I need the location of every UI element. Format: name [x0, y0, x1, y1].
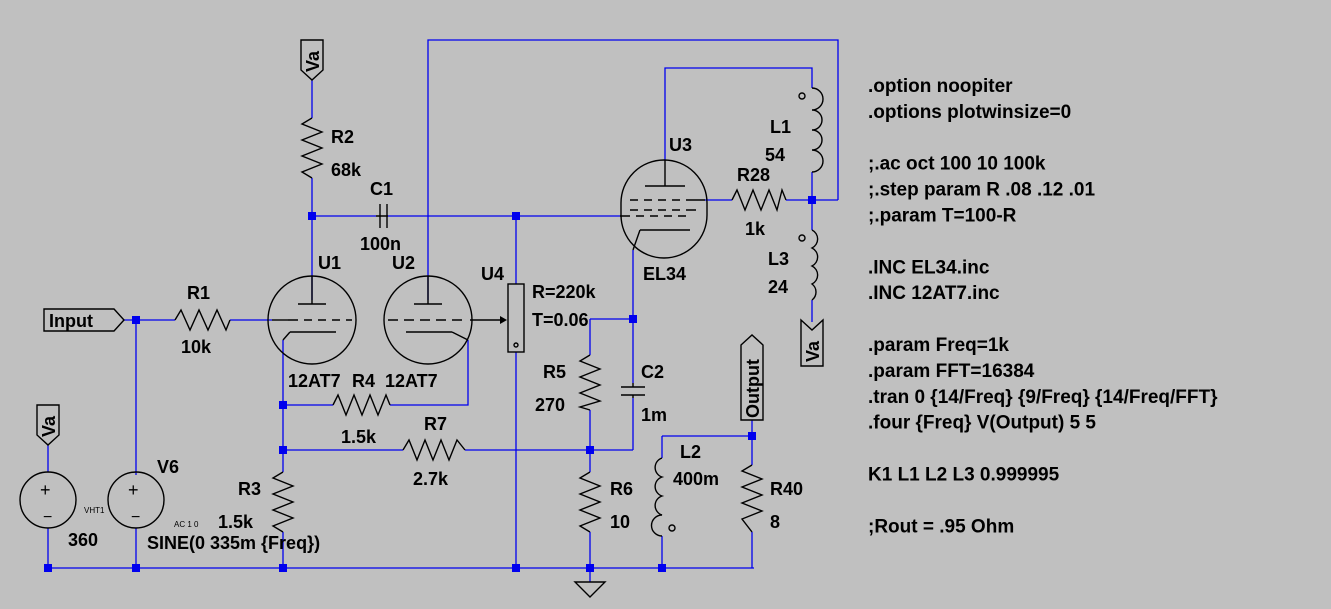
svg-text:54: 54 [765, 145, 785, 165]
svg-text:V6: V6 [157, 457, 179, 477]
ground-symbol [573, 581, 607, 598]
directive-line[interactable]: K1 L1 L2 L3 0.999995 [868, 465, 1060, 486]
svg-text:1.5k: 1.5k [341, 427, 377, 447]
svg-text:68k: 68k [331, 160, 362, 180]
svg-text:−: − [43, 509, 52, 526]
tube-u2[interactable]: U2 12AT7 [383, 253, 473, 391]
svg-text:12AT7: 12AT7 [288, 371, 341, 391]
svg-text:EL34: EL34 [643, 264, 686, 284]
net-label-va-top[interactable]: Va [300, 39, 324, 81]
svg-text:U4: U4 [481, 264, 504, 284]
svg-text:R4: R4 [352, 371, 375, 391]
svg-text:+: + [40, 480, 51, 500]
svg-text:L3: L3 [768, 249, 789, 269]
svg-text:−: − [131, 509, 140, 526]
svg-text:Va: Va [39, 415, 59, 437]
svg-text:2.7k: 2.7k [413, 469, 449, 489]
svg-text:SINE(0 335m {Freq}): SINE(0 335m {Freq}) [147, 533, 320, 553]
svg-text:R7: R7 [424, 414, 447, 434]
svg-text:100n: 100n [360, 234, 401, 254]
svg-text:1.5k: 1.5k [218, 512, 254, 532]
directive-line[interactable]: .option noopiter [868, 76, 1013, 97]
inductor-l3[interactable]: L3 24 [768, 229, 819, 301]
spice-directives[interactable]: .option noopiter .options plotwinsize=0;.… [868, 76, 1218, 537]
resistor-r28[interactable]: R28 1k [731, 165, 787, 239]
directive-line[interactable]: ;Rout = .95 Ohm [868, 516, 1014, 537]
svg-text:10: 10 [610, 512, 630, 532]
svg-text:R2: R2 [331, 127, 354, 147]
potentiometer-u4[interactable]: U4 R=220k T=0.06 [470, 264, 597, 353]
svg-text:C1: C1 [370, 179, 393, 199]
net-label-input[interactable]: Input [43, 308, 125, 332]
svg-text:400m: 400m [673, 469, 719, 489]
capacitor-c2[interactable]: C2 1m [621, 362, 667, 425]
resistor-r5[interactable]: R5 270 [535, 354, 603, 415]
inductor-l2[interactable]: L2 400m [650, 442, 720, 537]
svg-text:U1: U1 [318, 253, 341, 273]
resistor-r4[interactable]: R4 1.5k [332, 371, 391, 447]
svg-text:R3: R3 [238, 479, 261, 499]
directive-line[interactable]: .param FFT=16384 [868, 361, 1035, 382]
directive-line[interactable]: .options plotwinsize=0 [868, 102, 1071, 123]
capacitor-c1[interactable]: C1 100n [360, 179, 401, 254]
svg-text:R40: R40 [770, 479, 803, 499]
svg-text:12AT7: 12AT7 [385, 371, 438, 391]
svg-text:10k: 10k [181, 337, 212, 357]
svg-text:R28: R28 [737, 165, 770, 185]
svg-text:360: 360 [68, 530, 98, 550]
tube-u3[interactable]: U3 EL34 [620, 135, 708, 284]
net-label-output[interactable]: Output [740, 334, 764, 421]
svg-text:1k: 1k [745, 219, 766, 239]
svg-text:R5: R5 [543, 362, 566, 382]
resistor-r7[interactable]: R7 2.7k [402, 414, 466, 489]
junction-dots [44, 196, 816, 572]
svg-text:C2: C2 [641, 362, 664, 382]
directive-line[interactable]: .four {Freq} V(Output) 5 5 [868, 413, 1096, 434]
resistor-r1[interactable]: R1 10k [174, 283, 231, 357]
svg-text:T=0.06: T=0.06 [532, 310, 589, 330]
svg-text:AC 1 0: AC 1 0 [174, 520, 199, 529]
wires [47, 39, 839, 582]
svg-text:L2: L2 [680, 442, 701, 462]
resistor-r40[interactable]: R40 8 [740, 464, 803, 533]
svg-text:U3: U3 [669, 135, 692, 155]
voltage-source-v6[interactable]: + − V6 AC 1 0 SINE(0 335m {Freq}) [107, 457, 320, 553]
directive-line[interactable]: .param Freq=1k [868, 335, 1009, 356]
inductor-l1[interactable]: L1 54 [765, 87, 824, 173]
tube-u1[interactable]: U1 12AT7 [267, 253, 357, 391]
net-label-va-source[interactable]: Va [36, 404, 60, 446]
svg-text:24: 24 [768, 277, 788, 297]
svg-text:1m: 1m [641, 405, 667, 425]
svg-text:Va: Va [803, 340, 823, 362]
directive-line[interactable]: .tran 0 {14/Freq} {9/Freq} {14/Freq/FFT} [868, 387, 1218, 408]
resistor-r3[interactable]: R3 1.5k [218, 471, 295, 533]
directive-line[interactable]: .INC EL34.inc [868, 257, 990, 278]
resistor-r2[interactable]: R2 68k [300, 117, 362, 180]
directive-line[interactable]: ;.param T=100-R [868, 206, 1017, 227]
voltage-source-vht1[interactable]: + − VHT1 360 [19, 471, 105, 550]
svg-text:+: + [128, 480, 139, 500]
svg-text:R=220k: R=220k [532, 282, 597, 302]
svg-text:VHT1: VHT1 [84, 506, 105, 515]
svg-text:R1: R1 [187, 283, 210, 303]
svg-text:Output: Output [743, 359, 763, 418]
svg-text:L1: L1 [770, 117, 791, 137]
svg-text:Input: Input [49, 311, 93, 331]
svg-text:8: 8 [770, 512, 780, 532]
directive-line[interactable]: .INC 12AT7.inc [868, 283, 1000, 304]
svg-text:U2: U2 [392, 253, 415, 273]
svg-text:270: 270 [535, 395, 565, 415]
directive-line[interactable]: ;.ac oct 100 10 100k [868, 154, 1046, 175]
svg-text:R6: R6 [610, 479, 633, 499]
resistor-r6[interactable]: R6 10 [578, 471, 633, 533]
directive-line[interactable]: ;.step param R .08 .12 .01 [868, 180, 1095, 201]
svg-text:Va: Va [303, 50, 323, 72]
net-label-va-l3[interactable]: Va [800, 318, 824, 367]
